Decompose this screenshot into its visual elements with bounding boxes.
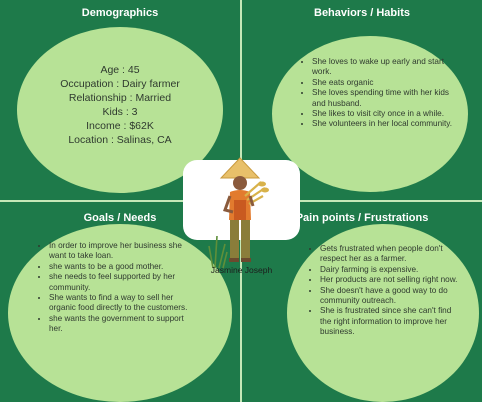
farmer-woman-icon [208, 157, 269, 269]
persona-name: Jasmine Joseph [210, 265, 273, 275]
goal-item: She wants to find a way to sell her orga… [49, 293, 199, 314]
pain-point-item: Her products are not selling right now. [320, 275, 460, 285]
behavior-item: She likes to visit city once in a while. [312, 109, 454, 119]
goals-list: In order to improve her business she wan… [38, 241, 199, 335]
goals-oval [8, 224, 232, 402]
demographics-occupation: Occupation : Dairy farmer [60, 78, 180, 90]
pain-point-item: She doesn't have a good way to do commun… [320, 286, 460, 307]
behaviors-oval [272, 36, 468, 192]
goal-item: she wants to be a good mother. [49, 262, 199, 272]
pain-points-list: Gets frustrated when people don't respec… [309, 244, 460, 338]
behavior-item: She loves spending time with her kids an… [312, 88, 454, 109]
goal-item: she wants the government to support her. [49, 314, 199, 335]
pain-points-title: Pain points / Frustrations [295, 212, 429, 224]
goal-item: In order to improve her business she wan… [49, 241, 199, 262]
behavior-item: She eats organic [312, 78, 454, 88]
goal-item: she needs to feel supported by her commu… [49, 272, 199, 293]
demographics-title: Demographics [81, 7, 159, 19]
demographics-location: Location : Salinas, CA [68, 134, 172, 146]
behavior-item: She volunteers in her local community. [312, 119, 454, 129]
demographics-kids: Kids : 3 [102, 106, 138, 118]
pain-point-item: Dairy farming is expensive. [320, 265, 460, 275]
behaviors-list: She loves to wake up early and start wor… [301, 57, 454, 130]
pain-point-item: Gets frustrated when people don't respec… [320, 244, 460, 265]
demographics-income: Income : $62K [86, 120, 154, 132]
pain-points-oval [287, 224, 479, 402]
pain-point-item: She is frustrated since she can't find t… [320, 306, 460, 337]
demographics-relationship: Relationship : Married [68, 92, 172, 104]
demographics-age: Age : 45 [100, 64, 140, 76]
behavior-item: She loves to wake up early and start wor… [312, 57, 454, 78]
behaviors-title: Behaviors / Habits [314, 7, 410, 19]
goals-title: Goals / Needs [83, 212, 157, 224]
demographics-list: Age : 45 Occupation : Dairy farmer Relat… [17, 63, 223, 147]
